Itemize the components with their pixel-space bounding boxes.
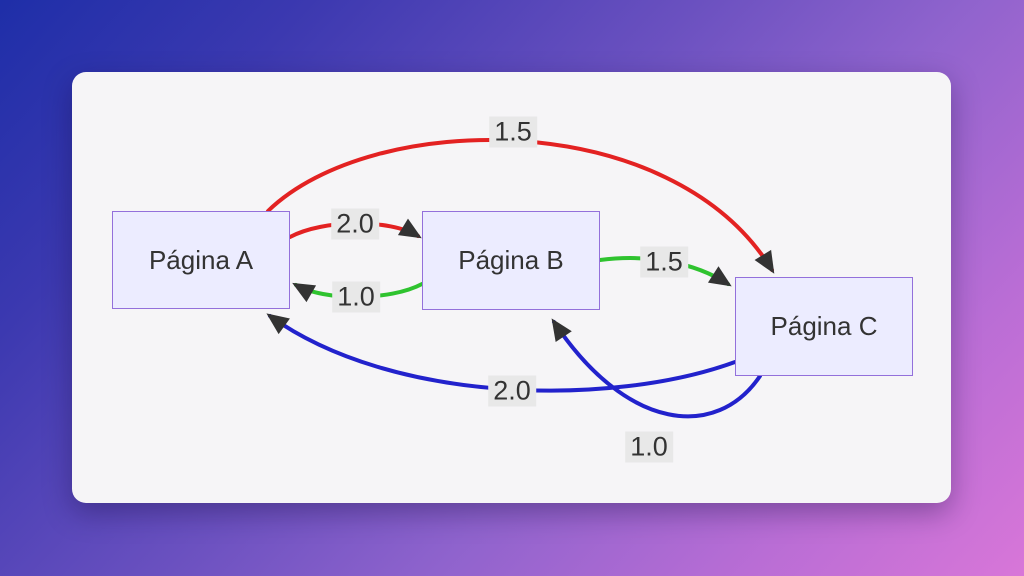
edge-label-a-b: 2.0 [331,208,379,240]
node-pagina-a: Página A [112,211,290,309]
diagram-canvas: Página A Página B Página C 1.5 2.0 1.0 1… [72,72,951,503]
edge-c-to-b-blue [551,318,762,419]
node-pagina-b: Página B [422,211,600,310]
edge-label-b-c: 1.5 [640,246,688,278]
edge-label-c-b: 1.0 [625,431,673,463]
node-pagina-c: Página C [735,277,913,376]
edge-label-a-c: 1.5 [489,116,537,148]
edge-label-b-a: 1.0 [332,281,380,313]
edge-label-c-a: 2.0 [488,375,536,407]
